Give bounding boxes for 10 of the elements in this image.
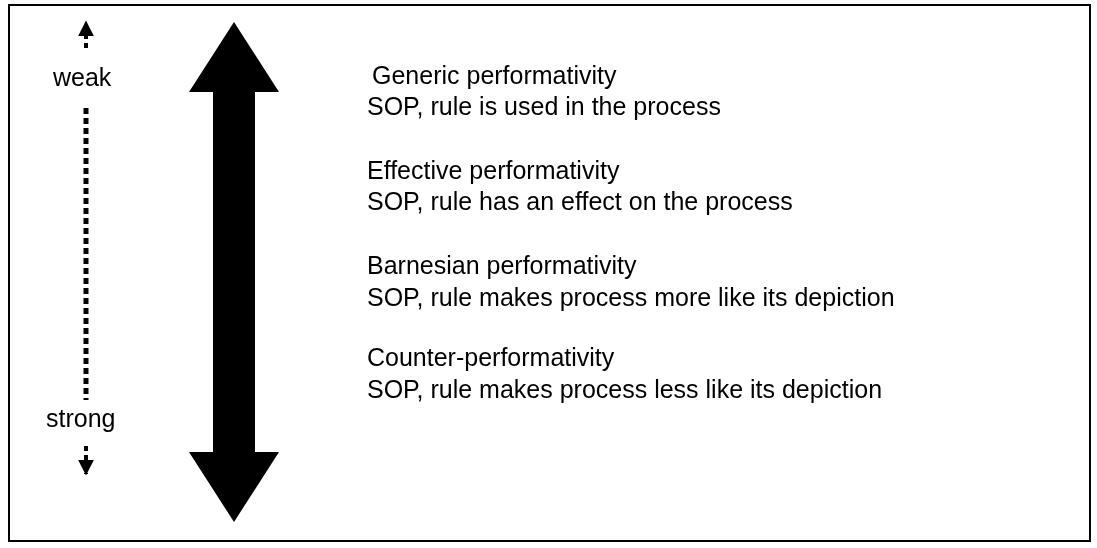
description-text: SOP, rule makes process less like its depiction [367,374,883,404]
description-text: SOP, rule has an effect on the process [367,186,793,216]
scale-label: strong [46,403,116,433]
heading-text: Effective performativity [367,155,620,185]
description-text: SOP, rule makes process more like its depiction [367,282,895,312]
heading-text: Barnesian performativity [367,250,637,280]
scale-label: weak [53,62,112,92]
heading-text: Counter-performativity [367,342,615,372]
heading-text: Generic performativity [372,60,617,90]
description-text: SOP, rule is used in the process [367,91,721,121]
